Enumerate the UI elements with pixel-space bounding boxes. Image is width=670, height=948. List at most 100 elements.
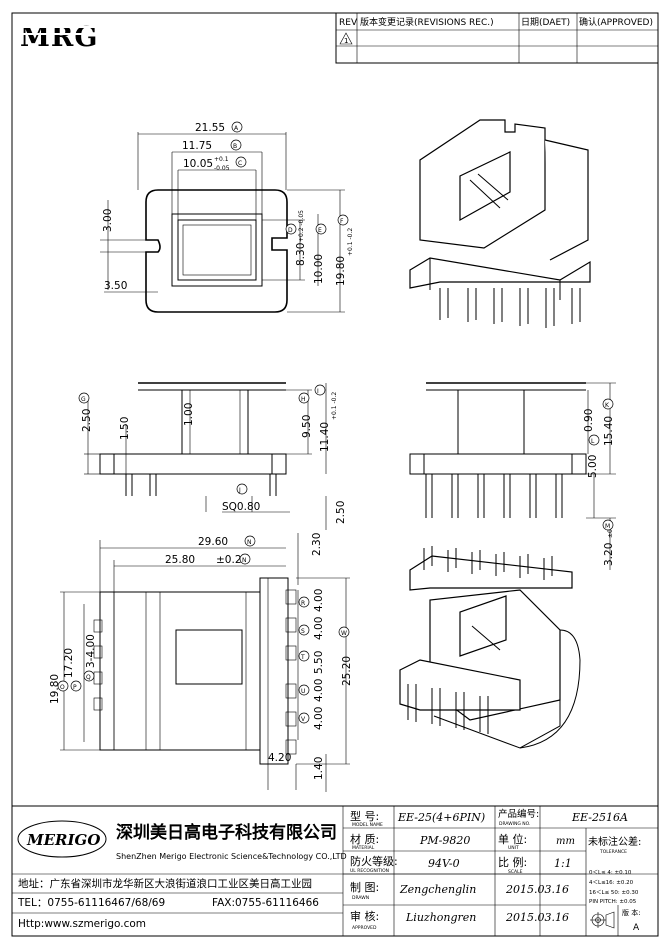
label-h: H: [301, 396, 306, 403]
label-v: V: [301, 716, 306, 723]
dim-w-value: 25.20: [341, 656, 353, 686]
dim-140-value: 1.40: [313, 757, 325, 780]
drawn-value: Zengchenglin: [399, 883, 476, 896]
label-q: Q: [86, 674, 91, 681]
dim-e-value: 10.00: [313, 254, 325, 284]
rev-mark: 1: [344, 37, 348, 45]
dim-c-value: 10.05: [183, 158, 213, 170]
logo-merigo-text: MERIGO: [26, 831, 100, 849]
top-view: 21.55 A 11.75 B 10.05 +0.1 -0.05 C 3.00 …: [100, 121, 354, 313]
dim-b-value: 11.75: [182, 140, 212, 152]
iso-pins-bottom-front: [407, 684, 489, 734]
dim-v-value: 4.00: [313, 707, 325, 730]
address: 地址：广东省深圳市龙华新区大浪街道浪口工业区美日高工业园: [18, 877, 312, 890]
dim-230-value: 2.30: [311, 533, 323, 556]
drawing-no-value: EE-2516A: [571, 811, 628, 824]
drawn-sub: DRAWN: [352, 895, 369, 901]
dim-g-value: 2.50: [81, 409, 93, 432]
label-c: C: [238, 160, 242, 167]
isometric-view-top: [409, 119, 591, 328]
label-i: I: [317, 388, 319, 395]
label-o: O: [60, 684, 65, 691]
approved-value: Liuzhongren: [405, 911, 476, 924]
tolerance-row-1: 0＜L≤ 4: ±0.10: [589, 870, 632, 876]
side-view-left: 2.50 G 1.50 1.00 9.50 H 11.40 +0.1 -0.2 …: [78, 382, 347, 530]
material-value: PM-9820: [419, 834, 470, 847]
tolerance-row-3: 16＜L≤ 50: ±0.30: [589, 890, 639, 896]
dim-k-value: 15.40: [603, 416, 615, 446]
dim-l-value: 5.00: [587, 455, 599, 478]
drawing-no-sub: DRAWING NO.: [499, 821, 530, 827]
title-block: MERIGO 深圳美日高电子科技有限公司 ShenZhen Merigo Ele…: [11, 805, 659, 937]
website: Http:www.szmerigo.com: [18, 918, 146, 930]
revision-table: REV 版本变更记录(REVISIONS REC.) 日期(DAET) 确认(A…: [335, 12, 659, 64]
dim-d-value: 8.30: [295, 243, 307, 266]
model-label: 型 号:: [350, 809, 379, 823]
label-w: W: [341, 630, 347, 637]
bottom-pins-right: [285, 589, 297, 755]
approved-header: 确认(APPROVED): [579, 16, 653, 28]
company-name-en: ShenZhen Merigo Electronic Science&Techn…: [116, 852, 347, 861]
scale-label: 比 例:: [498, 855, 527, 869]
label-a: A: [234, 125, 239, 132]
label-m: M: [605, 523, 610, 530]
iso-pins-top: [439, 288, 581, 328]
ul-sub: UL RECOGNITION: [350, 868, 389, 874]
date-header: 日期(DAET): [521, 17, 570, 28]
label-u: U: [301, 688, 305, 695]
bottom-pins-left: [93, 619, 103, 711]
label-g: G: [81, 396, 86, 403]
label-b: B: [233, 143, 237, 150]
side-view-right: 0.90 15.40 K 5.00 L 3.20 ±0.2 M: [409, 382, 616, 570]
material-sub: MATERIAL: [352, 845, 375, 851]
side-pins-right: [425, 474, 563, 518]
material-label: 材 质:: [350, 832, 379, 846]
dim-100-value: 1.00: [183, 403, 195, 426]
isometric-view-bottom: [399, 546, 581, 749]
label-k: K: [605, 402, 610, 409]
label-l: L: [591, 438, 595, 445]
scale-value: 1:1: [554, 857, 572, 870]
unit-sub: UNIT: [508, 845, 519, 851]
label-s: S: [301, 628, 305, 635]
dim-i-value: 11.40: [319, 422, 331, 452]
revisions-header: 版本变更记录(REVISIONS REC.): [360, 16, 494, 28]
label-d: D: [288, 227, 293, 234]
dim-h-value: 9.50: [301, 415, 313, 438]
dim-090-value: 0.90: [583, 409, 595, 432]
revision-triangle-icon: [339, 32, 353, 45]
dim-f-value: 19.80: [335, 256, 347, 286]
label-r: R: [301, 600, 305, 607]
dim-o-value: 19.80: [49, 674, 61, 704]
projection-symbol-icon: [590, 911, 615, 929]
ul-label: 防火等级:: [350, 854, 398, 868]
tolerance-row-4: PIN PITCH: ±0.05: [589, 899, 637, 905]
label-e: E: [318, 227, 322, 234]
dim-p-value: 17.20: [63, 648, 75, 678]
dim-2960-value: 29.60: [198, 536, 228, 548]
edition-value: A: [633, 923, 640, 933]
dim-c-tol-up: +0.1: [214, 156, 229, 163]
approved-date: 2015.03.16: [505, 911, 569, 924]
approved-sub: APPROVED: [352, 925, 377, 931]
dim-150-value: 1.50: [119, 417, 131, 440]
dim-j-value: SQ0.80: [222, 501, 260, 513]
dim-i-tol: +0.1 -0.2: [331, 392, 338, 420]
dim-r-value: 4.00: [313, 589, 325, 612]
unit-label: 单 位:: [498, 832, 527, 846]
fax: FAX:0755-61116466: [212, 897, 319, 909]
dim-t-value: 5.50: [313, 651, 325, 674]
edition-label: 版 本:: [622, 908, 641, 917]
model-value: EE-25(4+6PIN): [397, 811, 485, 824]
dim-m-value: 3.20: [603, 543, 615, 566]
dim-u-value: 4.00: [313, 679, 325, 702]
drawn-date: 2015.03.16: [505, 883, 569, 896]
company-name-cn: 深圳美日高电子科技有限公司: [116, 822, 337, 843]
model-sub: MODEL NAME: [352, 822, 383, 828]
dim-420-value: 4.20: [268, 752, 291, 764]
dim-d-tol: +0.2 -0.05: [298, 210, 305, 242]
approved-label: 审 核:: [350, 909, 379, 923]
bottom-view: 29.60 25.80 ±0.2 N N 2.30: [49, 533, 353, 792]
scale-sub: SCALE: [508, 869, 523, 875]
